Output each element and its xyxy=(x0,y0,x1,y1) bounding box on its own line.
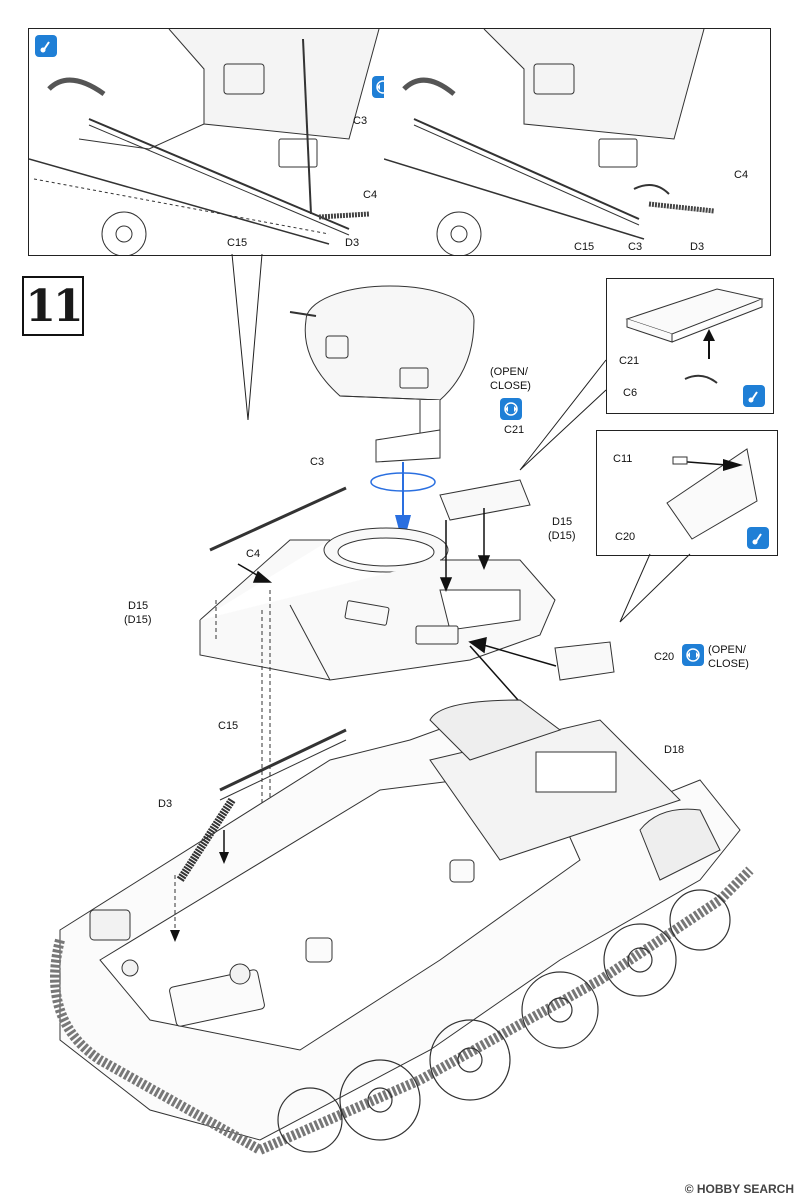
step-number: 11 xyxy=(25,280,83,332)
detail-box-c20: C11 C20 xyxy=(596,430,778,556)
detail-left-illustration xyxy=(28,28,380,257)
detail-box-c21: C21 C6 xyxy=(606,278,774,414)
detail-panel-left: C3 C4 C15 D3 xyxy=(28,28,385,257)
step-number-box: 11 xyxy=(22,276,84,336)
label-c21: C21 xyxy=(504,424,525,436)
label-d3: D3 xyxy=(158,798,173,810)
label-d15-b-paren: (D15) xyxy=(124,614,152,626)
label-c20: C20 xyxy=(654,651,675,663)
label-c15: C15 xyxy=(227,237,248,249)
glue-icon xyxy=(743,385,765,407)
label-c3: C3 xyxy=(353,115,368,127)
label-d15-b: D15 xyxy=(128,600,149,612)
label-c4: C4 xyxy=(363,189,378,201)
detail-panel-right: C4 C15 C3 D3 xyxy=(383,28,771,257)
label-c4: C4 xyxy=(734,169,749,181)
label-d15-a-paren: (D15) xyxy=(548,530,576,542)
movable-part-icon xyxy=(500,398,522,420)
label-c11: C11 xyxy=(613,453,633,465)
label-c4: C4 xyxy=(246,548,261,560)
open-close-label-2a: (OPEN/ xyxy=(708,644,746,656)
c20-illustration xyxy=(666,448,758,540)
open-close-label-2b: CLOSE) xyxy=(708,658,749,670)
label-d3: D3 xyxy=(345,237,360,249)
label-c6: C6 xyxy=(623,387,638,399)
label-d3: D3 xyxy=(690,241,705,253)
label-d15-a: D15 xyxy=(552,516,573,528)
c21-illustration xyxy=(625,288,764,384)
label-c15: C15 xyxy=(218,720,239,732)
label-d18: D18 xyxy=(664,744,685,756)
open-close-label-1a: (OPEN/ xyxy=(490,366,528,378)
watermark-mark: © xyxy=(684,1182,697,1196)
movable-part-icon xyxy=(682,644,704,666)
label-c3: C3 xyxy=(628,241,643,253)
label-c21: C21 xyxy=(619,355,640,367)
label-c20: C20 xyxy=(615,531,636,543)
detail-right-illustration xyxy=(383,28,715,257)
label-c3: C3 xyxy=(310,456,325,468)
watermark-text: HOBBY SEARCH xyxy=(696,1182,794,1196)
label-c15: C15 xyxy=(574,241,595,253)
watermark: © HOBBY SEARCH xyxy=(685,1182,794,1196)
open-close-label-1b: CLOSE) xyxy=(490,380,531,392)
glue-icon xyxy=(35,35,57,57)
glue-icon xyxy=(747,527,769,549)
